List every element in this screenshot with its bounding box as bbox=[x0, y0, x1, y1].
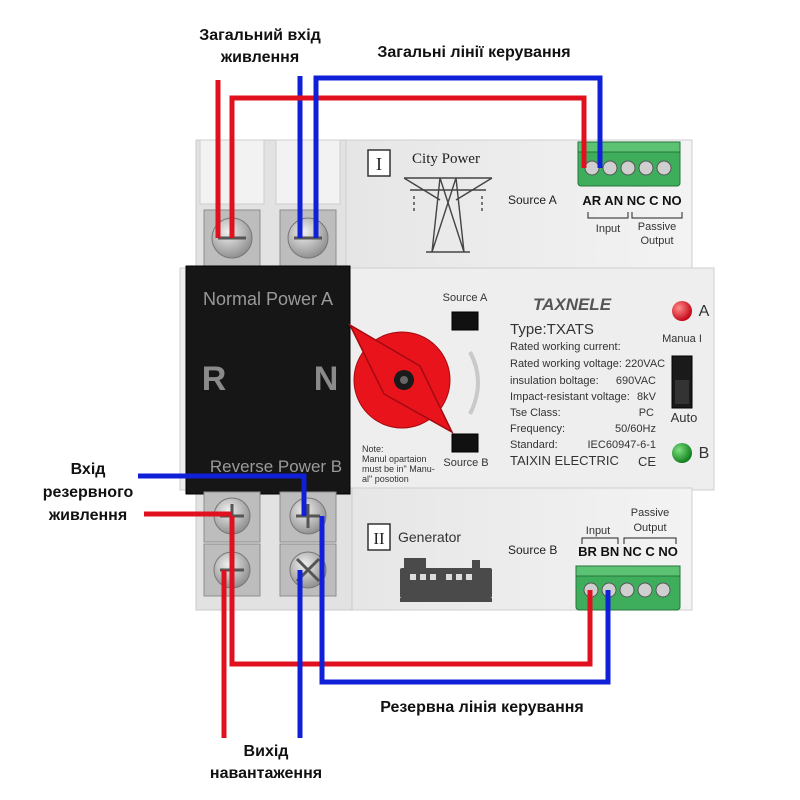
backup-input-blue-wire bbox=[138, 473, 307, 516]
main-input-label-2: живлення bbox=[220, 49, 299, 66]
source-b-label: Source B bbox=[508, 543, 557, 557]
terminals-b-label: BR BN NC C NO bbox=[578, 544, 678, 559]
spec-standard-value: IEC60947-6-1 bbox=[588, 439, 657, 451]
indicator-a-label: A bbox=[699, 303, 710, 320]
city-power-label: City Power bbox=[412, 151, 480, 167]
generator-icon bbox=[400, 558, 492, 602]
black-panel bbox=[185, 265, 351, 495]
roman-one: I bbox=[376, 154, 382, 174]
spec-impact-value: 8kV bbox=[637, 391, 657, 403]
backup-control-label: Резервна лінія керування bbox=[380, 699, 583, 716]
indicator-b-label: B bbox=[699, 445, 710, 462]
spec-frequency-value: 50/60Hz bbox=[615, 423, 656, 435]
main-input-label-1: Загальний вхід bbox=[199, 27, 321, 44]
transmission-tower-icon bbox=[403, 177, 493, 253]
roman-two: II bbox=[373, 529, 385, 548]
main-control-label: Загальні лінії керування bbox=[377, 44, 570, 61]
spec-insulation-label: insulation boltage: bbox=[510, 375, 599, 387]
wires bbox=[138, 75, 611, 738]
source-b-window bbox=[451, 433, 479, 453]
auto-label: Auto bbox=[671, 410, 698, 425]
spec-insulation-value: 690VAC bbox=[616, 375, 656, 387]
manual-label: Manua I bbox=[662, 333, 702, 345]
source-a-window bbox=[451, 311, 479, 331]
passive-a-label-1: Passive bbox=[638, 221, 677, 233]
backup-control-blue-wire bbox=[319, 516, 611, 685]
main-control-red-wire bbox=[229, 95, 587, 238]
big-r-label: R bbox=[202, 360, 227, 398]
spec-class-value: PC bbox=[639, 407, 654, 419]
backup-input-label-2: резервного bbox=[43, 484, 134, 501]
note-line-1: Note: bbox=[362, 444, 384, 454]
roman-two-box bbox=[367, 523, 391, 551]
led-b-indicator bbox=[672, 443, 692, 463]
switch-source-b-label: Source B bbox=[443, 457, 488, 469]
backup-input-label-3: живлення bbox=[48, 507, 127, 524]
terminals-a-label: AR AN NC C NO bbox=[582, 193, 681, 208]
terminal-block-b bbox=[575, 565, 681, 611]
roman-one-box bbox=[367, 149, 391, 177]
type-label: Type:TXATS bbox=[510, 321, 594, 338]
generator-label: Generator bbox=[398, 529, 461, 545]
input-a-label: Input bbox=[596, 223, 620, 235]
reverse-power-label: Reverse Power B bbox=[210, 457, 342, 476]
note-line-2: Manul opartaion bbox=[362, 454, 427, 464]
spec-frequency-label: Frequency: bbox=[510, 423, 565, 435]
ce-mark: CE bbox=[638, 454, 656, 469]
output-label-1: Вихід bbox=[244, 743, 289, 760]
led-a-indicator bbox=[672, 301, 692, 321]
source-a-label: Source A bbox=[508, 193, 557, 207]
note-line-4: al" posotion bbox=[362, 474, 409, 484]
rotate-arrow-icon bbox=[468, 351, 480, 415]
big-n-label: N bbox=[314, 360, 339, 398]
switch-source-a-label: Source A bbox=[443, 292, 488, 304]
maker-label: TAIXIN ELECTRIC bbox=[510, 453, 619, 468]
spec-class-label: Tse Class: bbox=[510, 407, 561, 419]
passive-b-label-2: Output bbox=[633, 522, 666, 534]
rotary-handle[interactable] bbox=[348, 323, 454, 434]
spec-impact-label: Impact-resistant voltage: bbox=[510, 391, 630, 403]
brand-logo: TAXNELE bbox=[533, 295, 612, 314]
note-line-3: must be in" Manu- bbox=[362, 464, 435, 474]
main-control-blue-wire bbox=[313, 75, 603, 238]
normal-power-label: Normal Power A bbox=[203, 289, 333, 309]
output-label-2: навантаження bbox=[210, 765, 322, 782]
spec-rated-voltage: Rated working voltage: 220VAC bbox=[510, 358, 665, 370]
input-b-label: Input bbox=[586, 525, 610, 537]
passive-b-label-1: Passive bbox=[631, 507, 670, 519]
terminal-block-a bbox=[577, 141, 681, 187]
mode-switch-knob bbox=[675, 380, 689, 404]
spec-rated-current: Rated working current: bbox=[510, 341, 621, 353]
backup-control-red-wire bbox=[229, 516, 593, 667]
spec-standard-label: Standard: bbox=[510, 439, 558, 451]
backup-input-label-1: Вхід bbox=[71, 461, 106, 478]
passive-a-label-2: Output bbox=[640, 235, 673, 247]
